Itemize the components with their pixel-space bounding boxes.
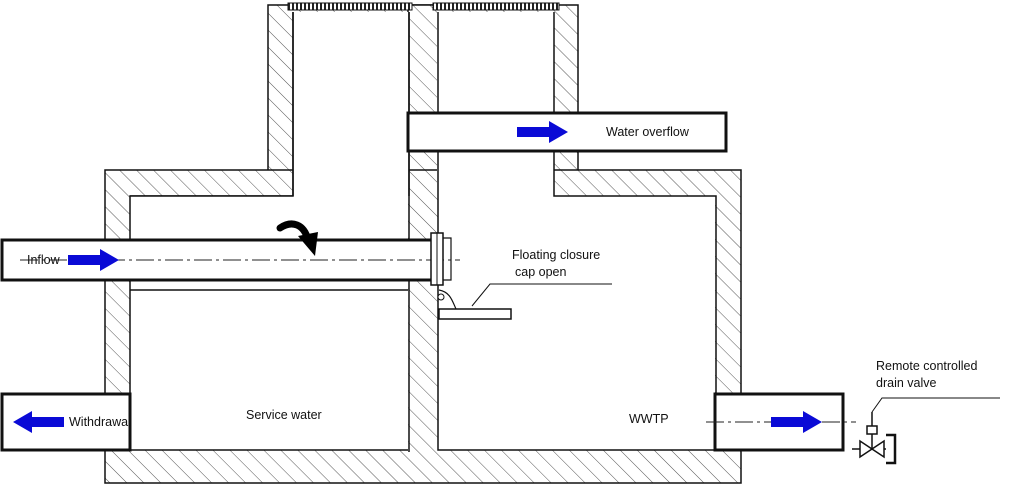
valve-leader	[871, 397, 1000, 413]
valve-icon	[852, 412, 897, 465]
inflow-arrow-icon	[68, 249, 119, 271]
water-overflow-label: Water overflow	[606, 125, 690, 139]
floating-closure-label: Floating closure	[512, 248, 600, 262]
drain-valve-label: drain valve	[876, 376, 936, 390]
withdrawal-arrow-icon	[13, 411, 64, 433]
inflow-label: Inflow	[27, 253, 61, 267]
curved-arrow-icon	[276, 220, 318, 256]
floating-closure-leader	[471, 283, 612, 307]
withdrawal-label: Withdrawal	[69, 415, 131, 429]
remote-valve-label: Remote controlled	[876, 359, 977, 373]
right-grate-icon	[432, 2, 560, 11]
left-grate-icon	[287, 2, 413, 11]
cap-open-label: cap open	[515, 265, 566, 279]
float	[438, 308, 512, 320]
wwtp-arrow-icon	[771, 411, 822, 433]
wwtp-label: WWTP	[629, 412, 669, 426]
service-water-label: Service water	[246, 408, 322, 422]
overflow-arrow-icon	[517, 121, 568, 143]
